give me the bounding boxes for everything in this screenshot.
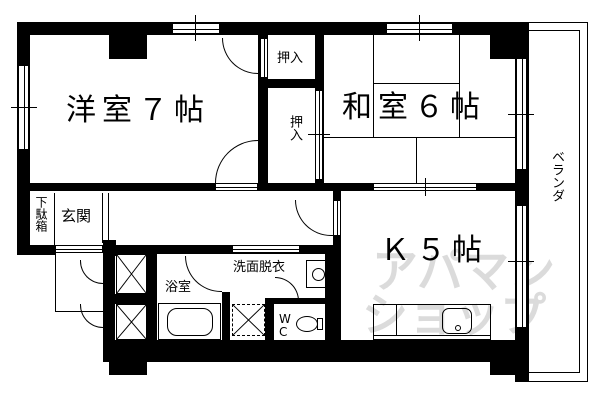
kitchen-counter bbox=[373, 304, 491, 340]
sink-drain bbox=[455, 325, 461, 331]
front-door[interactable] bbox=[55, 253, 103, 312]
counter-divider bbox=[396, 305, 397, 335]
window-kitchen-right bbox=[516, 205, 527, 328]
door-kitchen[interactable] bbox=[295, 200, 333, 236]
room-label-toilet: WC bbox=[279, 312, 291, 339]
door-kitchen-jamb bbox=[333, 200, 341, 236]
wall-closet-divider bbox=[268, 79, 320, 88]
front-door-threshold bbox=[55, 245, 103, 253]
room-label-kitchen: Ｋ５帖 bbox=[380, 233, 488, 268]
window-mark bbox=[308, 134, 330, 135]
wash-basin-bowl bbox=[312, 268, 325, 281]
tatami-line bbox=[373, 83, 459, 84]
room-label-balcony: ベランダ bbox=[549, 150, 564, 202]
door-threshold bbox=[215, 183, 258, 191]
room-label-entrance: 玄関 bbox=[61, 207, 92, 225]
room-label-bathroom: 浴室 bbox=[165, 280, 192, 295]
wall-corridor-bottom bbox=[103, 245, 340, 254]
shoe-box-line bbox=[54, 193, 55, 245]
washroom-threshold bbox=[232, 245, 300, 253]
wall-bottom bbox=[103, 340, 528, 362]
pillar-bottom-left bbox=[109, 355, 147, 375]
toilet-tank bbox=[317, 318, 323, 330]
window-mark bbox=[419, 15, 420, 41]
window-closet-right bbox=[315, 90, 323, 180]
pipe-space-upper bbox=[116, 254, 147, 294]
pipe-space-lower bbox=[116, 304, 147, 340]
bathtub-basin bbox=[167, 308, 213, 336]
washing-machine-space bbox=[232, 304, 265, 336]
pillar-bottom-right bbox=[490, 355, 528, 375]
bathtub bbox=[158, 303, 221, 340]
entrance-step bbox=[102, 193, 103, 243]
tatami-line bbox=[459, 35, 460, 137]
toilet-bowl bbox=[296, 316, 318, 332]
door-western-corridor[interactable] bbox=[215, 140, 258, 183]
room-label-shoe-box: 下駄箱 bbox=[34, 196, 48, 232]
window-mark bbox=[11, 107, 37, 108]
wall-middle bbox=[17, 183, 528, 191]
ps-door-swing[interactable] bbox=[80, 304, 103, 328]
closet-sliding-door[interactable] bbox=[260, 38, 268, 78]
room-label-japanese: 和室６帖 bbox=[342, 90, 486, 125]
wall-entrance-bottom bbox=[17, 245, 55, 255]
tatami-line bbox=[324, 137, 515, 138]
door-western-closet[interactable] bbox=[222, 38, 258, 74]
room-label-closet-upper: 押入 bbox=[277, 51, 304, 66]
entrance-step bbox=[108, 193, 109, 243]
room-label-washroom: 洗面脱衣 bbox=[233, 260, 286, 275]
room-label-western: 洋室７帖 bbox=[66, 93, 210, 128]
door-toilet[interactable] bbox=[275, 277, 299, 301]
wall-ps-divider bbox=[115, 294, 147, 304]
pillar-western bbox=[109, 35, 147, 59]
wall-entrance-right bbox=[103, 240, 116, 256]
window-mark bbox=[508, 261, 534, 262]
wall-wash-wc bbox=[265, 298, 274, 362]
balcony-outer bbox=[528, 22, 588, 382]
wall-wc-top bbox=[274, 298, 334, 304]
balcony-inner bbox=[528, 30, 580, 373]
window-mark bbox=[508, 114, 534, 115]
counter-edge bbox=[374, 335, 490, 336]
room-label-closet-lower: 押入 bbox=[287, 115, 302, 141]
window-western-top bbox=[172, 23, 220, 34]
wall-ps-bath bbox=[147, 254, 157, 362]
wall-west-closet bbox=[258, 35, 268, 185]
kitchen-sink bbox=[442, 308, 472, 334]
window-mark bbox=[425, 178, 426, 196]
wall-bath-wash bbox=[222, 292, 230, 362]
wash-basin bbox=[306, 260, 330, 288]
tatami-line bbox=[373, 35, 374, 137]
window-mark bbox=[195, 15, 196, 41]
wall-bath-block-left bbox=[103, 245, 115, 362]
tatami-line bbox=[416, 137, 417, 183]
